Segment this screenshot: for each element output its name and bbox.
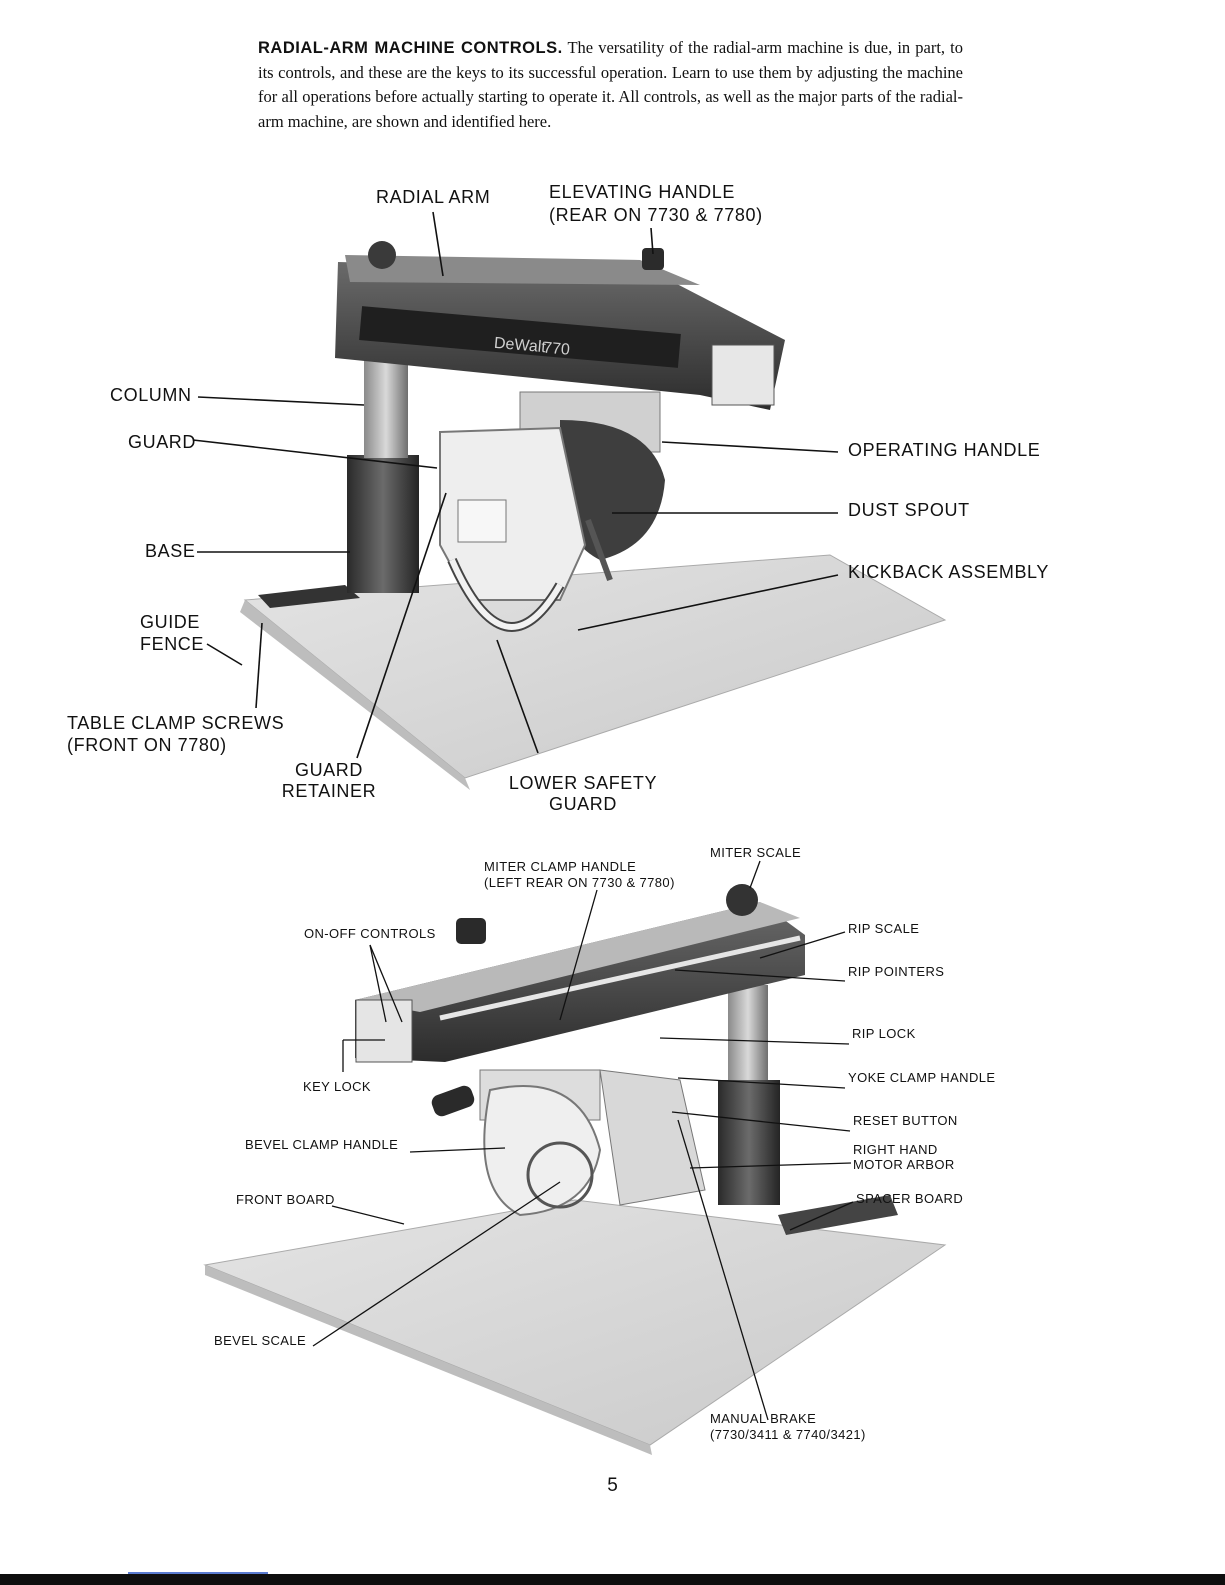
miter-clamp-knob-2 <box>456 918 486 944</box>
handle-grip-2 <box>431 1085 475 1117</box>
table-top-2 <box>203 1199 947 1446</box>
miter-scale-dial-2 <box>726 884 758 916</box>
label-yoke-clamp-handle: YOKE CLAMP HANDLE <box>848 1070 996 1085</box>
motor-2 <box>599 1069 706 1206</box>
label-reset-button: RESET BUTTON <box>853 1113 958 1128</box>
label-table-clamp-screws: TABLE CLAMP SCREWS <box>67 713 285 733</box>
spacer-board-2 <box>778 1195 898 1235</box>
label-operating-handle: OPERATING HANDLE <box>848 440 1041 460</box>
figure-1-machine: DeWalt 770 <box>240 241 947 790</box>
figure-2-machine <box>203 884 947 1455</box>
label-miter-scale: MITER SCALE <box>710 845 802 860</box>
label-guard: GUARD <box>128 432 197 452</box>
motor-housing-1 <box>560 420 665 560</box>
lower-safety-guard-inner-1 <box>449 558 563 630</box>
bevel-scale-dial-2 <box>526 1141 594 1209</box>
blade-guard-2 <box>483 1085 602 1217</box>
label-base: BASE <box>145 541 196 561</box>
label-fence: FENCE <box>140 634 205 654</box>
bottom-scan-edge <box>0 1574 1225 1585</box>
label-manual-brake-note: (7730/3411 & 7740/3421) <box>710 1427 866 1442</box>
label-rip-lock: RIP LOCK <box>852 1026 916 1041</box>
label-lower-safety-line1: LOWER SAFETY <box>508 773 658 793</box>
page-number: 5 <box>607 1475 618 1496</box>
label-on-off-controls: ON-OFF CONTROLS <box>304 926 436 941</box>
label-table-clamp-note: (FRONT ON 7780) <box>67 735 227 755</box>
label-right-hand-line1: RIGHT HAND <box>853 1142 938 1157</box>
label-elevating-handle-note: (REAR ON 7730 & 7780) <box>549 205 763 225</box>
figure-1-leaders <box>192 211 839 759</box>
label-dust-spout: DUST SPOUT <box>848 500 970 520</box>
table-edge-1 <box>240 600 470 790</box>
label-radial-arm: RADIAL ARM <box>376 187 491 207</box>
label-rip-pointers: RIP POINTERS <box>848 964 945 979</box>
label-guard-retainer-line2: RETAINER <box>281 780 377 801</box>
upper-guard-1 <box>439 426 587 601</box>
column-2 <box>728 985 768 1085</box>
label-guard-retainer: GUARD RETAINER <box>274 760 384 801</box>
label-spacer-board: SPACER BOARD <box>856 1191 964 1206</box>
intro-body: The versatility of the radial-arm machin… <box>258 38 963 131</box>
label-guide: GUIDE <box>140 612 201 632</box>
intro-paragraph: RADIAL-ARM MACHINE CONTROLS. The versati… <box>258 36 963 134</box>
label-lower-safety-guard: LOWER SAFETY GUARD <box>498 773 668 814</box>
base-housing-1 <box>347 455 419 593</box>
radial-arm-top-1 <box>345 255 700 285</box>
base-plate-1 <box>258 585 360 608</box>
arm-model-text: 770 <box>542 340 570 359</box>
label-key-lock: KEY LOCK <box>303 1079 371 1094</box>
label-bevel-scale: BEVEL SCALE <box>214 1333 307 1348</box>
base-housing-2 <box>718 1080 780 1205</box>
guard-plate-1 <box>457 499 507 543</box>
label-miter-clamp-note: (LEFT REAR ON 7730 & 7780) <box>484 875 675 890</box>
label-miter-clamp-handle: MITER CLAMP HANDLE <box>484 859 637 874</box>
label-front-board: FRONT BOARD <box>236 1192 335 1207</box>
label-column: COLUMN <box>110 385 192 405</box>
elevating-handle-knob-1 <box>642 248 664 270</box>
arm-top-knob-1 <box>368 241 396 269</box>
label-guard-retainer-line1: GUARD <box>294 760 363 780</box>
label-elevating-handle: ELEVATING HANDLE <box>549 182 735 202</box>
kickback-rod-1 <box>585 518 613 582</box>
figure-2-leaders <box>312 860 854 1421</box>
arm-nameplate-1 <box>359 306 681 368</box>
arm-brand-text: DeWalt <box>493 335 547 357</box>
intro-lead: RADIAL-ARM MACHINE CONTROLS. <box>258 39 563 57</box>
label-manual-brake: MANUAL BRAKE <box>710 1411 817 1426</box>
rip-scale-strip-2 <box>439 935 801 1021</box>
label-right-hand-motor-arbor: RIGHT HAND MOTOR ARBOR <box>853 1142 955 1173</box>
table-edge-2 <box>205 1265 652 1455</box>
label-right-hand-line2: MOTOR ARBOR <box>853 1156 955 1172</box>
label-bevel-clamp-handle: BEVEL CLAMP HANDLE <box>245 1137 399 1152</box>
switch-box-1 <box>711 344 775 406</box>
label-lower-safety-line2: GUARD <box>548 793 617 814</box>
label-kickback-assembly: KICKBACK ASSEMBLY <box>848 562 1049 582</box>
bottom-blue-mark <box>128 1572 268 1574</box>
label-rip-scale: RIP SCALE <box>848 921 920 936</box>
